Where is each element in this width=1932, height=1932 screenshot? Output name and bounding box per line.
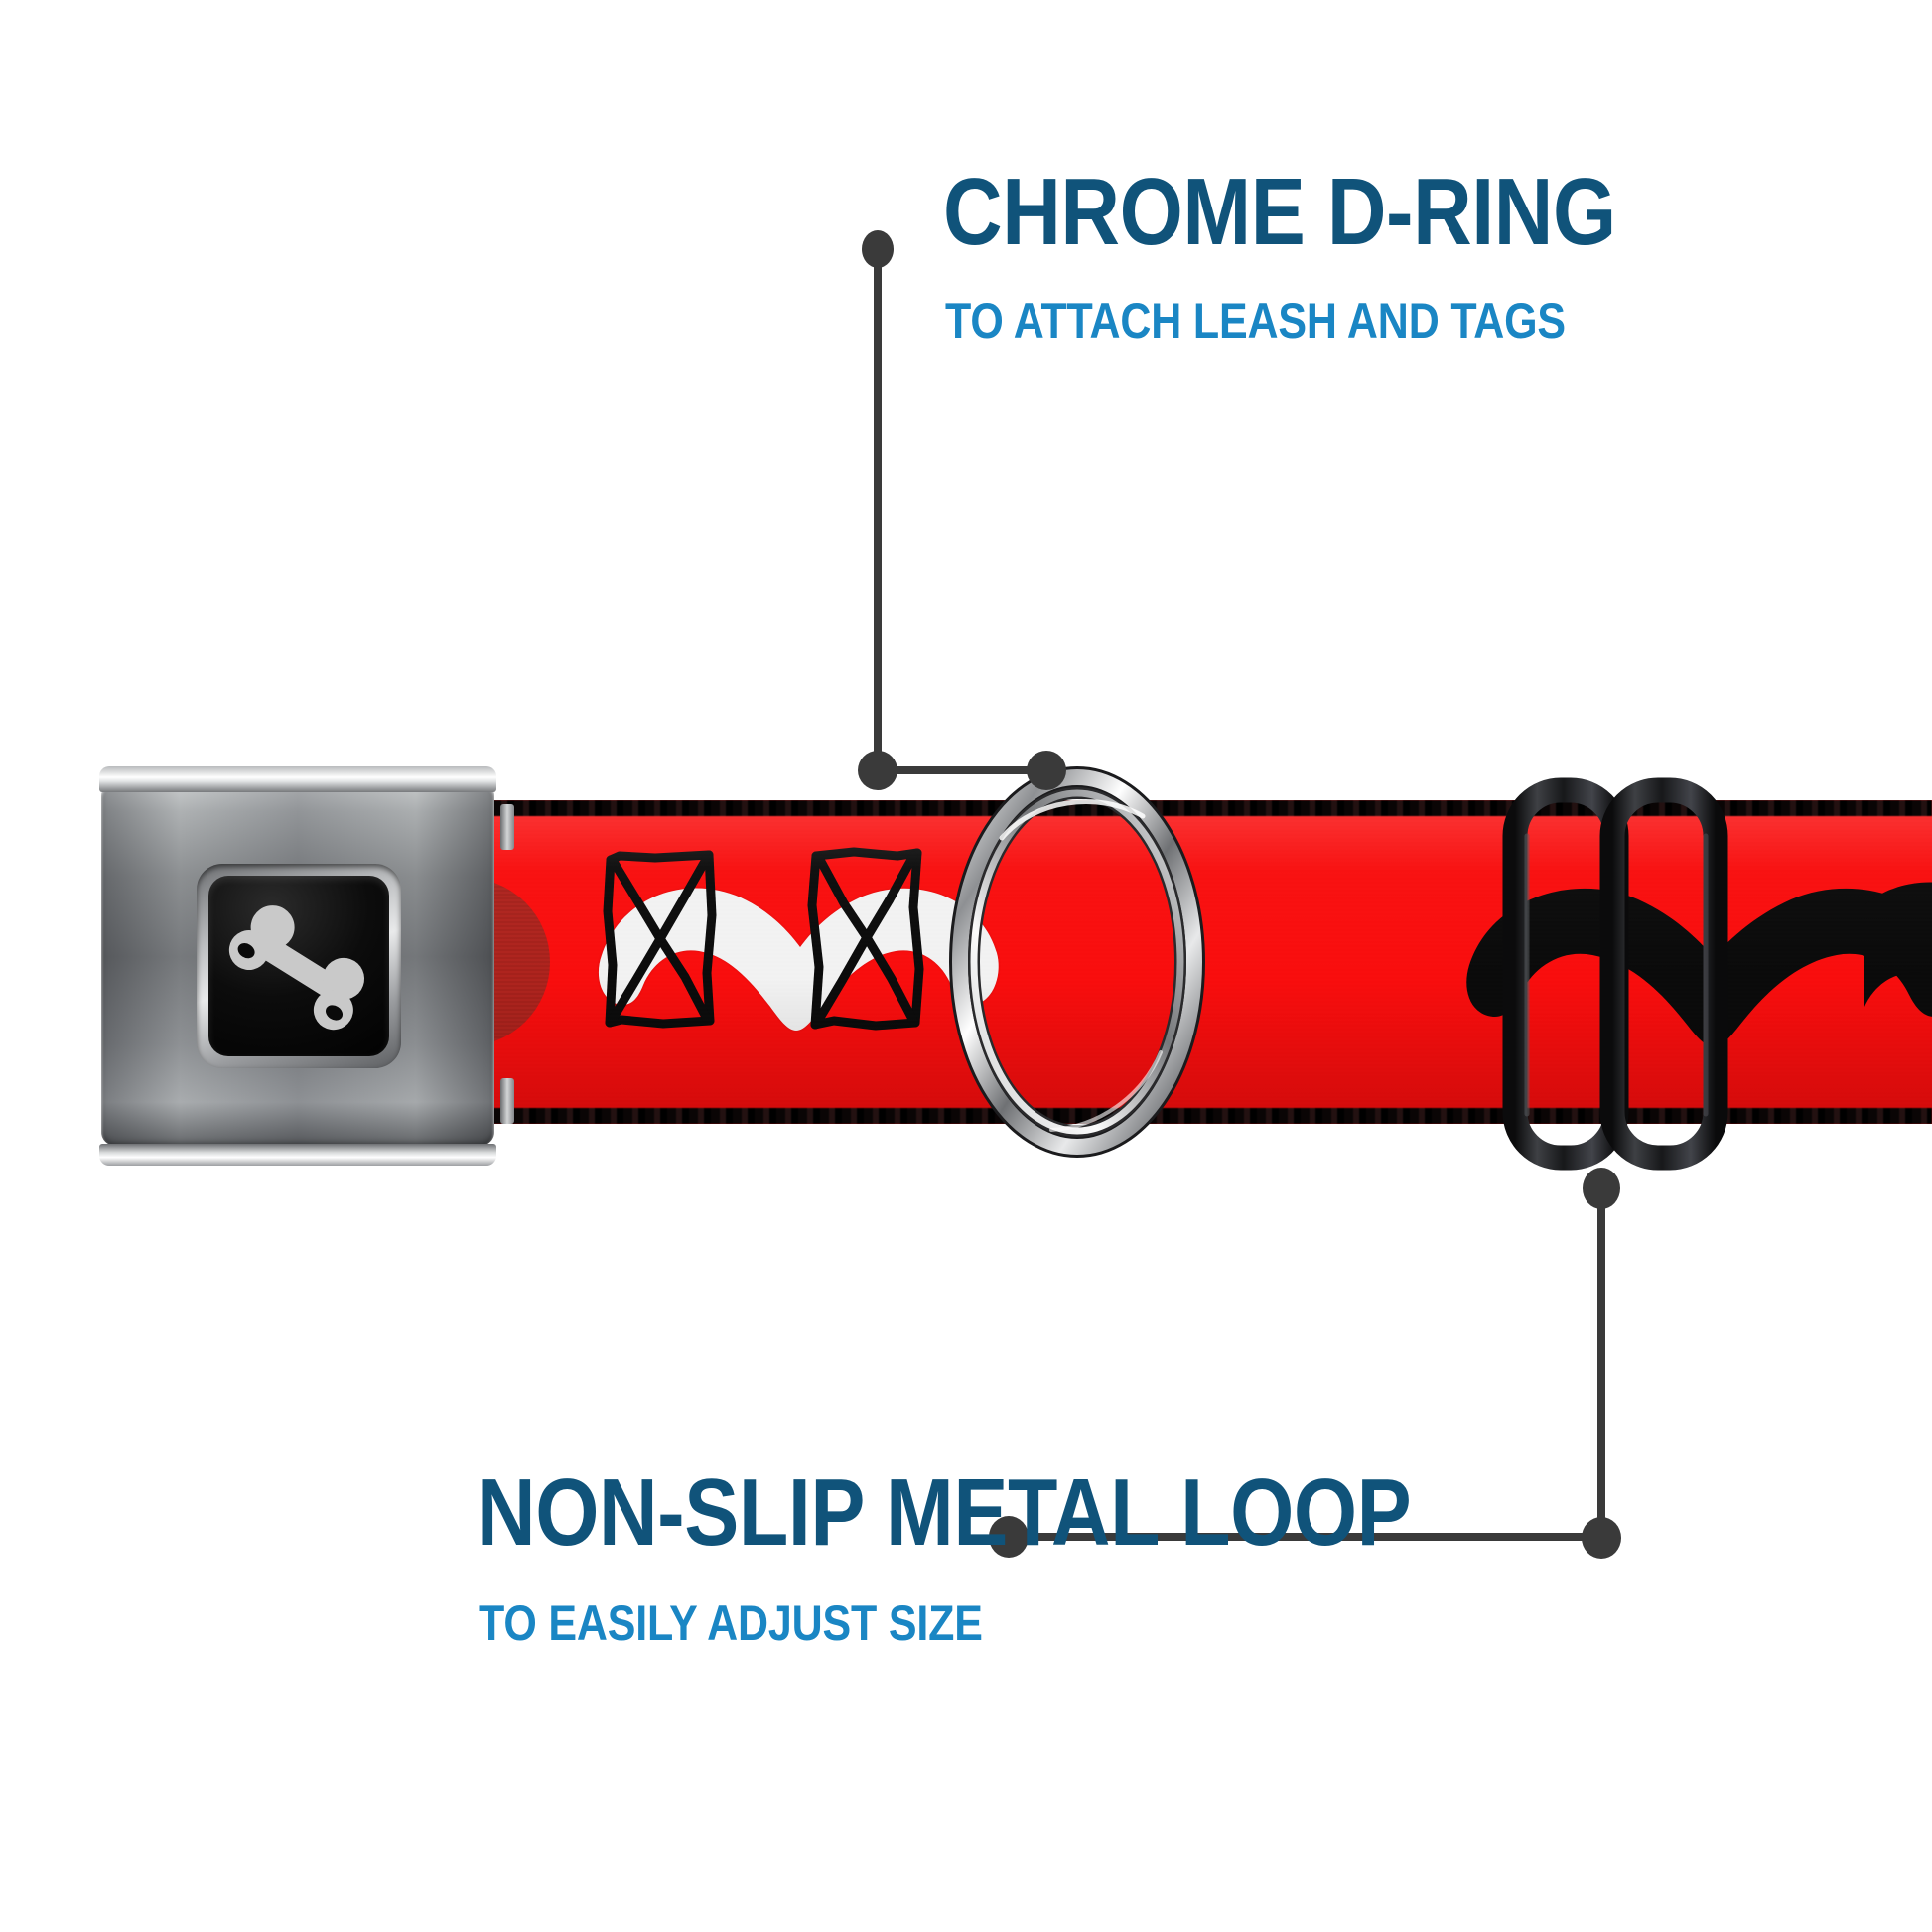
callout-dring-horizontal-line bbox=[890, 766, 1048, 774]
callout-loop-vertical-line bbox=[1597, 1187, 1605, 1541]
d-ring bbox=[949, 766, 1205, 1158]
callout-dring-title: CHROME D-RING bbox=[943, 159, 1616, 265]
webbing-shading bbox=[427, 800, 1932, 1124]
webbing-red-circle bbox=[427, 878, 550, 1046]
webbing-mustache-black-edge bbox=[1864, 882, 1932, 1007]
webbing-stitch-bottom bbox=[427, 1108, 1932, 1124]
callout-loop-title: NON-SLIP METAL LOOP bbox=[477, 1459, 1412, 1566]
callout-dring-vertical-line bbox=[874, 248, 882, 774]
callout-dring-end-dot bbox=[1027, 751, 1066, 790]
slider-loop bbox=[1502, 777, 1728, 1171]
callout-loop-horizontal-line bbox=[1015, 1533, 1596, 1541]
buckle-body bbox=[101, 782, 494, 1146]
webbing-mustache-black bbox=[1466, 888, 1932, 1046]
webbing-mustache-white bbox=[598, 888, 999, 1031]
callout-loop-end-dot bbox=[989, 1516, 1029, 1558]
webbing-texture bbox=[427, 800, 1932, 1124]
webbing-sketch-box-2 bbox=[807, 847, 924, 1031]
webbing-sketch-box-1 bbox=[603, 850, 717, 1029]
buckle-tab-bottom-right bbox=[500, 1078, 514, 1124]
callout-dring-subtitle: TO ATTACH LEASH AND TAGS bbox=[945, 293, 1566, 348]
strap-tail bbox=[401, 800, 490, 1124]
seatbelt-buckle bbox=[91, 760, 518, 1168]
callout-loop-subtitle: TO EASILY ADJUST SIZE bbox=[479, 1595, 983, 1651]
buckle-logo-plate bbox=[208, 876, 389, 1056]
buckle-bottom-lip bbox=[99, 1144, 496, 1166]
buckle-tab-top-right bbox=[500, 804, 514, 850]
buckle-inner-bevel bbox=[197, 864, 401, 1068]
dog-bone-icon bbox=[228, 905, 365, 1031]
webbing-stitch-top bbox=[427, 800, 1932, 816]
collar-webbing bbox=[427, 800, 1932, 1124]
buckle-top-lip bbox=[99, 766, 496, 792]
